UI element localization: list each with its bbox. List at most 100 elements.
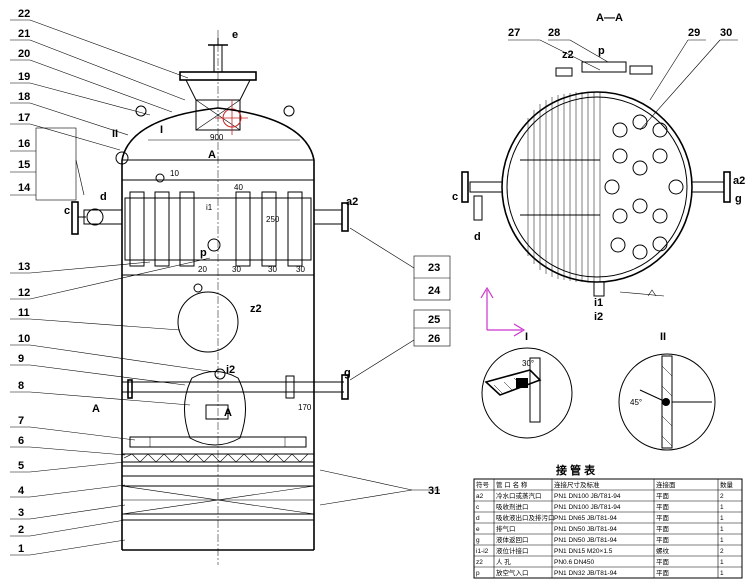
nozzle-p-label-section: p — [598, 45, 605, 57]
dim-40: 40 — [234, 183, 243, 192]
dim-170: 170 — [298, 403, 312, 412]
table-header-cell: 管 口 名 称 — [496, 480, 528, 489]
callout-6: 6 — [18, 435, 24, 447]
nozzle-d-label-section: d — [474, 231, 481, 243]
detail-view-II: II 45° — [618, 331, 716, 451]
table-cell: 1 — [720, 559, 724, 566]
table-cell: g — [476, 537, 480, 544]
table-cell: 平面 — [656, 536, 670, 544]
callout-20: 20 — [18, 48, 30, 60]
dim-30a: 30 — [232, 265, 241, 274]
table-cell: 2 — [720, 493, 724, 500]
callout-26: 26 — [428, 333, 440, 345]
detail-II-marker: II — [112, 128, 118, 140]
table-cell: PN1 DN50 JB/T81-94 — [554, 526, 617, 533]
detail-II-angle: 45° — [630, 398, 642, 407]
dim-20: 20 — [198, 265, 207, 274]
detail-I-angle: 30° — [522, 359, 534, 368]
callout-7: 7 — [18, 415, 24, 427]
callout-8: 8 — [18, 380, 24, 392]
callout-1: 1 — [18, 543, 24, 555]
table-cell: 1 — [720, 537, 724, 544]
callout-11: 11 — [18, 307, 30, 319]
detail-II-title: II — [660, 331, 666, 343]
section-A-bottom-label: A — [92, 403, 100, 415]
table-cell: c — [476, 504, 480, 511]
callout-23: 23 — [428, 262, 440, 274]
table-cell: 平面 — [656, 492, 670, 500]
table-cell: 人 孔 — [496, 558, 511, 566]
callout-22: 22 — [18, 8, 30, 20]
tube-array — [604, 114, 684, 260]
nozzle-a2-label-main: a2 — [346, 196, 358, 208]
callout-group-left: 22 21 20 19 18 17 16 15 14 13 12 11 10 9… — [10, 8, 216, 556]
nozzle-a2-label-section: a2 — [733, 175, 745, 187]
callout-13: 13 — [18, 261, 30, 273]
callout-3: 3 — [18, 507, 24, 519]
table-cell: 平面 — [656, 514, 670, 522]
table-cell: 液位计接口 — [496, 546, 529, 555]
callout-9: 9 — [18, 353, 24, 365]
table-cell: 1 — [720, 515, 724, 522]
callout-14: 14 — [18, 182, 31, 194]
callout-21: 21 — [18, 28, 30, 40]
callout-27: 27 — [508, 27, 520, 39]
dim-10: 10 — [170, 169, 179, 178]
detail-I-marker: I — [160, 124, 163, 136]
table-cell: PN1 DN65 JB/T81-94 — [554, 515, 617, 522]
table-cell: PN0.6 DN450 — [554, 559, 594, 566]
table-cell: 1 — [720, 504, 724, 511]
table-cell: a2 — [476, 493, 484, 500]
table-cell: 平面 — [656, 558, 670, 566]
table-cell: d — [476, 515, 480, 522]
callout-28: 28 — [548, 27, 560, 39]
table-cell: 排气口 — [496, 524, 516, 533]
table-cell: 螺纹 — [656, 546, 670, 555]
callout-group-right: 23 24 25 26 — [349, 227, 451, 381]
table-cell: 吸收剂进口 — [496, 502, 529, 511]
dim-30c: 30 — [296, 265, 305, 274]
section-view-A-A: A—A 27 28 29 30 z2 p — [452, 12, 745, 337]
table-cell: 1 — [720, 526, 724, 533]
table-cell: 平面 — [656, 503, 670, 511]
callout-10: 10 — [18, 333, 30, 345]
section-A-inner-label: A — [224, 407, 232, 419]
table-cell: 放空气入口 — [496, 568, 529, 577]
table-header-cell: 数量 — [720, 480, 734, 489]
callout-29: 29 — [688, 27, 700, 39]
tube-sheet-hatch — [527, 92, 601, 282]
detail-I-title: I — [525, 331, 528, 343]
table-cell: 吸收液出口及排污口 — [496, 513, 555, 522]
callout-25: 25 — [428, 314, 440, 326]
table-cell: 2 — [720, 548, 724, 555]
nozzle-g-label-main: g — [344, 367, 351, 379]
dim-900: 900 — [210, 133, 224, 142]
callout-4: 4 — [18, 485, 25, 497]
nozzle-d-label-main: d — [100, 191, 107, 203]
callout-16: 16 — [18, 138, 30, 150]
table-cell: 平面 — [656, 569, 670, 577]
dim-30b: 30 — [268, 265, 277, 274]
section-A-top-label: A — [208, 149, 216, 161]
nozzle-i1-label-section: i1 — [594, 297, 603, 309]
table-header-cell: 连接尺寸及标准 — [554, 480, 600, 489]
table-cell: 平面 — [656, 525, 670, 533]
main-vessel-view: e I 900 II A 10 40 250 30 30 — [64, 29, 440, 565]
callout-31: 31 — [428, 485, 440, 497]
table-cell: 1 — [720, 570, 724, 577]
callout-15: 15 — [18, 159, 30, 171]
table-cell: e — [476, 526, 480, 533]
table-cell: 冷水口或蒸汽口 — [496, 491, 542, 500]
nozzle-g-label-section: g — [735, 193, 742, 205]
callout-5: 5 — [18, 460, 24, 472]
callout-12: 12 — [18, 287, 30, 299]
callout-19: 19 — [18, 71, 30, 83]
manway-z2-label-section: z2 — [562, 49, 574, 61]
nozzle-p-label-main: p — [200, 247, 207, 259]
callout-17: 17 — [18, 112, 30, 124]
nozzle-c-label-section: c — [452, 191, 458, 203]
callout-18: 18 — [18, 91, 30, 103]
nozzle-i2-label-section: i2 — [594, 311, 603, 323]
